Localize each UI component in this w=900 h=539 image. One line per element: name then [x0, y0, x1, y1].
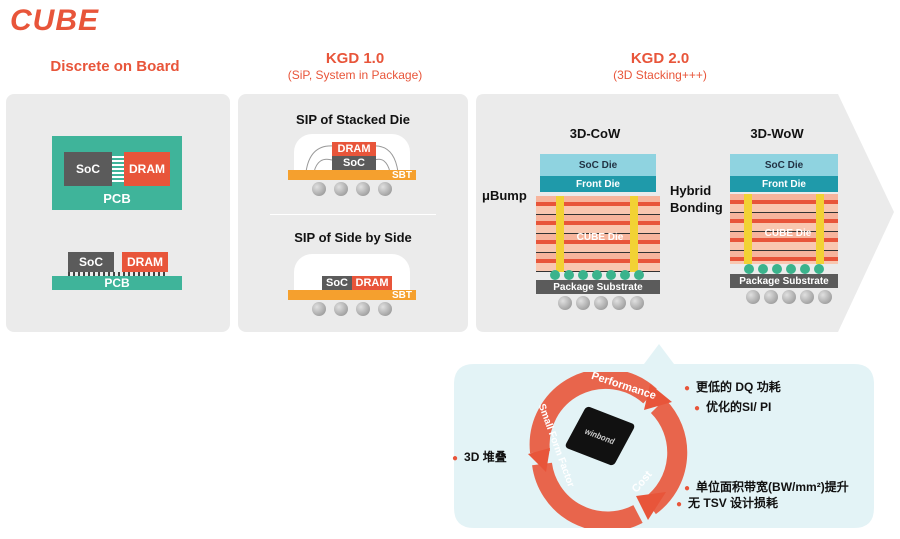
bullet-icon: ●: [452, 453, 459, 464]
feature-text: 优化的SI/ PI: [706, 400, 772, 414]
wow-front-die: Front Die: [730, 176, 838, 192]
cow-cube-die-label: CUBE Die: [576, 231, 624, 243]
discrete-panel: PCB SoC DRAM SoC DRAM PCB: [6, 94, 230, 332]
bullet-icon: ●: [684, 383, 691, 394]
divider: [270, 214, 436, 215]
wow-title: 3D-WoW: [750, 126, 804, 141]
solder-ball: [746, 290, 760, 304]
bullet-icon: ●: [684, 483, 691, 494]
pcb-label: PCB: [103, 191, 131, 206]
feature-text: 3D 堆叠: [464, 450, 507, 464]
micro-bump: [786, 264, 796, 274]
solder-ball: [782, 290, 796, 304]
solder-ball: [558, 296, 572, 310]
wow-cube-die-label: CUBE Die: [764, 227, 812, 239]
side-by-side-title: SIP of Side by Side: [294, 230, 412, 245]
kgd1-panel: SIP of Stacked Die DRAM SoC SBT SIP of S…: [238, 94, 468, 332]
feature-si-pi: ● 优化的SI/ PI: [694, 398, 771, 415]
solder-ball: [800, 290, 814, 304]
cow-soc-die: SoC Die: [540, 154, 656, 176]
discrete-title: Discrete on Board: [50, 58, 180, 75]
soc-chip-side: SoC: [68, 252, 114, 272]
wow-via-right: [816, 194, 824, 264]
hybrid-bonding-label: Hybrid Bonding: [670, 183, 723, 215]
cow-via-right: [630, 196, 638, 272]
solder-ball: [312, 302, 326, 316]
feature-dq-power: ● 更低的 DQ 功耗: [684, 378, 781, 395]
solder-ball: [576, 296, 590, 310]
micro-bump: [592, 270, 602, 280]
cow-via-left: [556, 196, 564, 272]
micro-bump: [800, 264, 810, 274]
feature-bandwidth: ● 单位面积带宽(BW/mm²)提升: [684, 478, 849, 495]
stacked-dram: DRAM: [332, 142, 376, 156]
solder-bumps: [68, 272, 168, 276]
cow-package-substrate: Package Substrate: [536, 280, 660, 294]
solder-ball: [378, 182, 392, 196]
stacked-sbt: SBT: [288, 170, 416, 181]
solder-ball: [356, 302, 370, 316]
micro-bump: [772, 264, 782, 274]
solder-ball: [764, 290, 778, 304]
kgd1-subtitle: (SiP, System in Package): [287, 68, 423, 82]
bullet-icon: ●: [694, 403, 701, 414]
cube-logo: CUBE: [10, 4, 100, 37]
solder-ball: [818, 290, 832, 304]
bullet-icon: ●: [676, 499, 683, 510]
micro-bump: [620, 270, 630, 280]
solder-ball: [594, 296, 608, 310]
wow-via-left: [744, 194, 752, 264]
wow-soc-die: SoC Die: [730, 154, 838, 176]
soc-chip: SoC: [64, 152, 112, 186]
side-soc: SoC: [322, 276, 352, 290]
solder-ball: [312, 182, 326, 196]
cow-title: 3D-CoW: [569, 126, 621, 141]
solder-ball: [630, 296, 644, 310]
solder-ball: [378, 302, 392, 316]
kgd2-title: KGD 2.0: [630, 50, 690, 67]
ubump-label: μBump: [482, 188, 527, 203]
micro-bump: [744, 264, 754, 274]
kgd1-title: KGD 1.0: [325, 50, 385, 67]
side-dram: DRAM: [352, 276, 392, 290]
cow-front-die: Front Die: [540, 176, 656, 192]
feature-no-tsv: ● 无 TSV 设计损耗: [676, 494, 778, 511]
micro-bump: [814, 264, 824, 274]
micro-bump: [634, 270, 644, 280]
micro-bump: [606, 270, 616, 280]
solder-ball: [356, 182, 370, 196]
side-sbt: SBT: [288, 290, 416, 301]
feature-text: 更低的 DQ 功耗: [696, 380, 781, 394]
wow-package-substrate: Package Substrate: [730, 274, 838, 288]
solder-ball: [334, 302, 348, 316]
benefit-cycle: [528, 372, 688, 528]
pcb-side: PCB: [52, 276, 182, 290]
solder-ball: [612, 296, 626, 310]
feature-3d-stacking: ● 3D 堆叠: [452, 448, 507, 465]
solder-ball: [334, 182, 348, 196]
stacked-soc: SoC: [332, 156, 376, 170]
stacked-die-title: SIP of Stacked Die: [296, 112, 410, 127]
feature-text: 单位面积带宽(BW/mm²)提升: [696, 480, 849, 494]
micro-bump: [758, 264, 768, 274]
kgd2-subtitle: (3D Stacking+++): [613, 68, 707, 82]
interconnect-lines: [112, 156, 124, 182]
micro-bump: [578, 270, 588, 280]
dram-chip: DRAM: [124, 152, 170, 186]
micro-bump: [564, 270, 574, 280]
dram-chip-side: DRAM: [122, 252, 168, 272]
feature-text: 无 TSV 设计损耗: [688, 496, 779, 510]
micro-bump: [550, 270, 560, 280]
